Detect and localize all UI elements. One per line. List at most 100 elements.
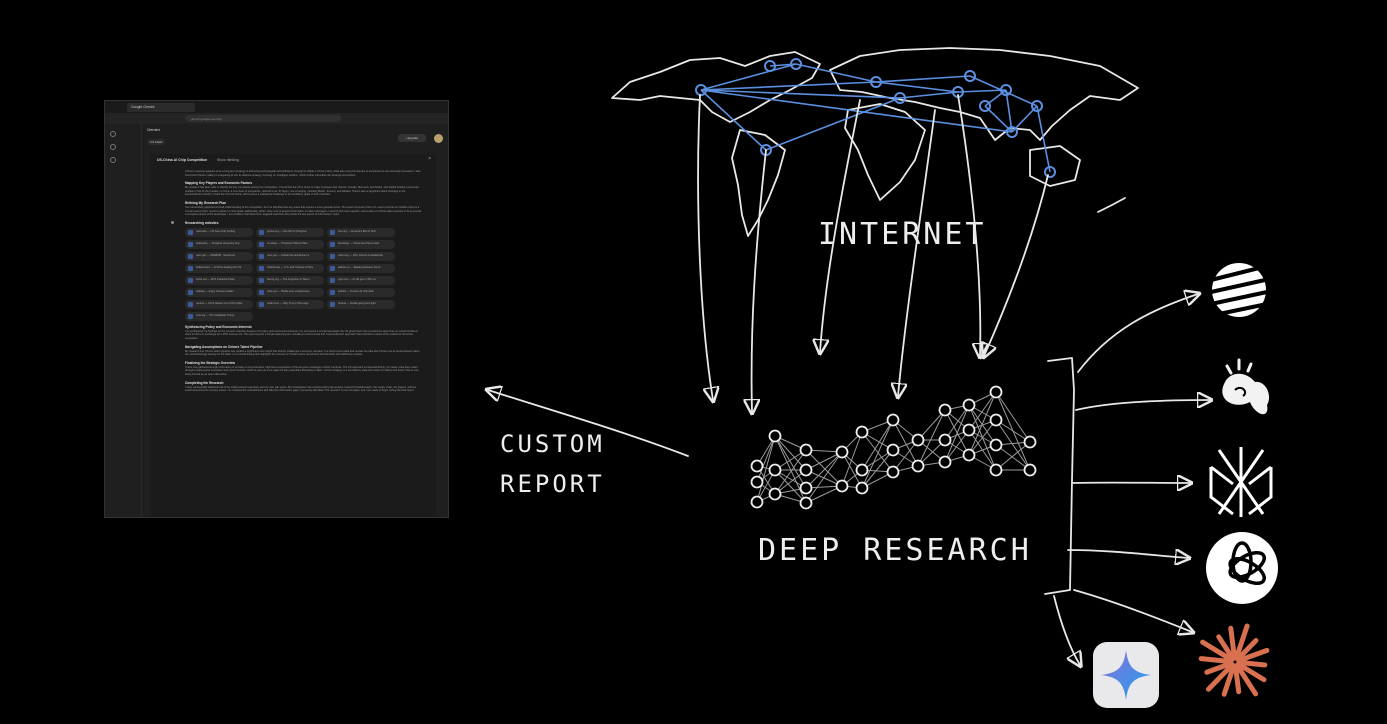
connection-line [700, 89, 767, 151]
website-chip[interactable]: belfercenter — Is China beating the US [185, 263, 253, 273]
section-heading: Refining My Research Plan [185, 200, 226, 205]
site-title: csis.org — America's Bet AI Tech [338, 230, 376, 234]
upgrade-button[interactable]: Upgrade [398, 134, 426, 142]
avatar[interactable] [434, 134, 443, 143]
network-node [886, 443, 900, 457]
site-favicon-icon [259, 229, 264, 235]
website-chip[interactable]: reuters — US & Taiwan Cut of US Chips [185, 299, 253, 309]
claude-ray [1200, 639, 1235, 663]
website-chip[interactable]: cgtn.com — AI will get a 70% cut [327, 275, 395, 285]
manus-logo [1222, 358, 1270, 415]
researching-label: Researching websites [171, 220, 422, 225]
connection-line [700, 89, 1013, 133]
settings-icon[interactable] [110, 157, 116, 163]
site-title: pshe.gov — Battle over smartphones [267, 290, 310, 294]
internet-node [894, 92, 906, 104]
website-chip[interactable]: ucsd.edu — US bans chip funding [185, 227, 253, 237]
website-chip[interactable]: gmfus.org — Non-HPI of Tsinghua [256, 227, 324, 237]
claude-logo [1198, 623, 1270, 697]
provider-arrows [1044, 294, 1210, 665]
network-node [911, 459, 925, 473]
gemini-logo [1093, 642, 1159, 708]
network-node [989, 438, 1003, 452]
network-node [750, 495, 764, 509]
site-title: reuters — US & Taiwan Cut of US Chips [196, 302, 243, 306]
site-favicon-icon [330, 253, 335, 259]
site-title: carbu.org — Why China's Ai leadership [338, 254, 384, 258]
network-node [855, 463, 869, 477]
internet-node [964, 70, 976, 82]
site-title: whitehouse — U.S. and Chinese AI Stra [267, 266, 313, 270]
claude-ray [1228, 625, 1238, 661]
claude-ray [1198, 656, 1234, 665]
connection-line [1005, 89, 1013, 133]
claude-ray [1232, 663, 1242, 695]
internet-label: INTERNET [818, 217, 987, 252]
network-edge [756, 435, 776, 503]
website-chip[interactable]: carbu.org — Why China's Ai leadership [327, 251, 395, 261]
network-edge [995, 441, 1031, 471]
network-edge [861, 431, 894, 473]
site-favicon-icon [188, 253, 193, 259]
network-edge [968, 391, 997, 431]
section-body: My research has been able to identify th… [185, 186, 419, 197]
network-node [768, 487, 782, 501]
network-edge [968, 391, 997, 456]
site-favicon-icon [330, 265, 335, 271]
website-chip[interactable]: csis.org — America's Bet AI Tech [327, 227, 395, 237]
website-chip[interactable]: brookings — China launched a start [327, 239, 395, 249]
claude-ray [1233, 623, 1250, 661]
show-thinking-toggle[interactable]: Show thinking [217, 158, 239, 162]
connection-line [1036, 105, 1051, 173]
website-chip[interactable]: nasdaq — Angry chinese intellec [185, 287, 253, 297]
website-chip[interactable]: en.ethan — Thousand Talents Plan [256, 239, 324, 249]
website-chip[interactable]: uscc.gov — Global Semiconductor S [256, 251, 324, 261]
site-title: en.ethan — Thousand Talents Plan [267, 242, 308, 246]
network-edge [944, 404, 970, 463]
site-title: fortune — Nvidia gets green light [338, 302, 376, 306]
website-chip[interactable]: pshe.gov — Battle over smartphones [256, 287, 324, 297]
site-title: belfercenter — Is China beating the US [196, 266, 242, 270]
website-chip[interactable]: cset.org — The Globalizer Trump [185, 311, 253, 321]
openai-logo [1206, 532, 1278, 604]
model-selector[interactable]: 2.0 Flash [147, 139, 166, 145]
internet-node [764, 60, 776, 72]
site-favicon-icon [330, 241, 335, 247]
website-chip[interactable]: fortune — Nvidia gets green light [327, 299, 395, 309]
network-edge [805, 451, 843, 489]
website-chip[interactable]: atlantic.co — Beating between the lin [327, 263, 395, 273]
site-title: thecrg.org — The Forgotten of Talent [267, 278, 310, 282]
site-favicon-icon [259, 289, 264, 295]
app-name: Gemini [147, 127, 160, 132]
site-title: reddit.com — Why Trump Tilts Huge [267, 302, 309, 306]
website-chip[interactable]: stratpolicy — Tsinghua University Sup [185, 239, 253, 249]
network-node [835, 445, 849, 459]
sidebar [105, 124, 142, 517]
website-chip[interactable]: whitehouse — U.S. and Chinese AI Stra [256, 263, 324, 273]
claude-ray [1205, 662, 1235, 692]
address-bar[interactable]: gemini.google.com/app [185, 115, 341, 122]
section-body: I've synthesized my findings on the comp… [185, 329, 418, 340]
network-node [750, 475, 764, 489]
menu-icon[interactable] [110, 131, 116, 137]
connection-line [1011, 105, 1038, 133]
close-icon[interactable]: × [428, 156, 431, 162]
claude-ray [1235, 638, 1259, 662]
website-chip[interactable]: politico — Trump's AI chip deal [327, 287, 395, 297]
tab-google-gemini[interactable]: Google Gemini [127, 102, 195, 112]
network-node [768, 429, 782, 443]
internet-node [870, 76, 882, 88]
website-chip[interactable]: uscc.gov — INTERIM - Semicond [185, 251, 253, 261]
new-chat-icon[interactable] [110, 144, 116, 150]
website-chip[interactable]: china.usc — MIIT Industrial Policy [185, 275, 253, 285]
connection-line [899, 91, 959, 99]
network-node [989, 413, 1003, 427]
network-node [938, 455, 952, 469]
network-edge [944, 429, 970, 463]
network-node [989, 463, 1003, 477]
connection-line [700, 81, 877, 91]
grok-logo [1209, 447, 1273, 517]
website-chip[interactable]: thecrg.org — The Forgotten of Talent [256, 275, 324, 285]
website-chip[interactable]: reddit.com — Why Trump Tilts Huge [256, 299, 324, 309]
network-edge [756, 435, 776, 483]
